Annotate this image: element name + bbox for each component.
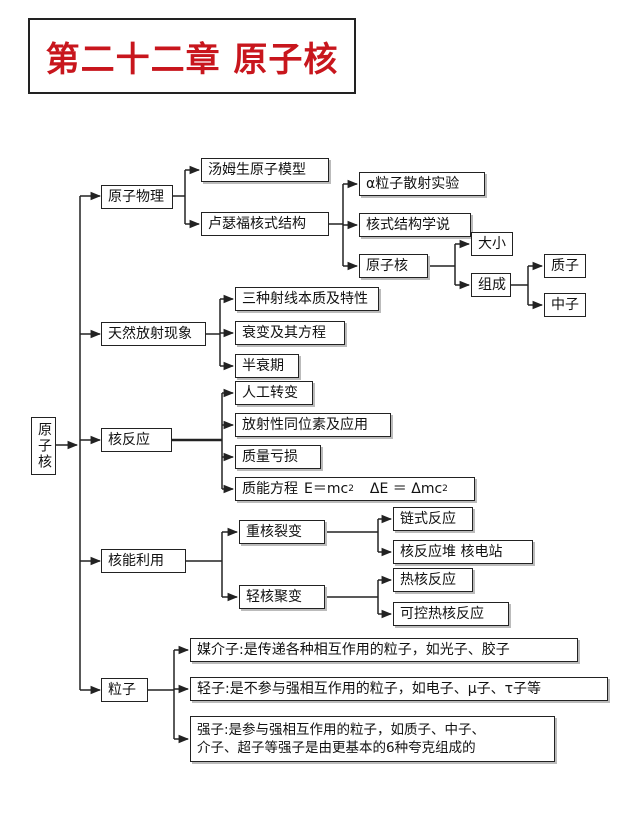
node-atomic-physics: 原子物理 bbox=[101, 185, 173, 209]
equation-1: E＝mc bbox=[304, 480, 349, 497]
equation-label: 质能方程 bbox=[242, 480, 298, 497]
node-nuclear-reaction: 核反应 bbox=[101, 428, 172, 452]
node-chain-reaction: 链式反应 bbox=[393, 507, 473, 531]
node-reactor: 核反应堆 核电站 bbox=[393, 540, 533, 564]
node-nucleus: 原子核 bbox=[359, 254, 428, 278]
node-thermonuclear: 热核反应 bbox=[393, 568, 473, 592]
node-fission: 重核裂变 bbox=[239, 520, 325, 544]
node-fusion: 轻核聚变 bbox=[239, 585, 325, 609]
node-alpha-scattering: α粒子散射实验 bbox=[359, 172, 485, 196]
node-thomson-model: 汤姆生原子模型 bbox=[201, 158, 329, 182]
node-proton: 质子 bbox=[544, 254, 586, 278]
page-title: 第二十二章 原子核 bbox=[45, 39, 339, 80]
equation-2: ΔE ＝ Δmc bbox=[369, 480, 443, 497]
node-mass-defect: 质量亏损 bbox=[235, 445, 321, 469]
node-composition: 组成 bbox=[471, 273, 511, 297]
node-size: 大小 bbox=[471, 232, 513, 256]
node-controlled-fusion: 可控热核反应 bbox=[393, 602, 509, 626]
node-nuclear-energy: 核能利用 bbox=[101, 549, 186, 573]
node-decay-equation: 衰变及其方程 bbox=[235, 321, 345, 345]
node-lepton: 轻子:是不参与强相互作用的粒子，如电子、μ子、τ子等 bbox=[190, 677, 608, 701]
hadron-line-2: 介子、超子等强子是由更基本的6种夸克组成的 bbox=[197, 740, 476, 756]
node-particles: 粒子 bbox=[101, 678, 148, 702]
node-radioactivity: 天然放射现象 bbox=[101, 322, 206, 346]
node-neutron: 中子 bbox=[544, 293, 586, 317]
exponent-1: 2 bbox=[348, 483, 354, 494]
node-mediator: 媒介子:是传递各种相互作用的粒子，如光子、胶子 bbox=[190, 638, 578, 662]
exponent-2: 2 bbox=[442, 483, 448, 494]
node-three-rays: 三种射线本质及特性 bbox=[235, 287, 379, 311]
node-artificial-transmutation: 人工转变 bbox=[235, 381, 313, 405]
node-radioisotopes: 放射性同位素及应用 bbox=[235, 413, 391, 437]
title-box: 第二十二章 原子核 bbox=[28, 18, 356, 94]
node-half-life: 半衰期 bbox=[235, 354, 299, 378]
node-hadron: 强子:是参与强相互作用的粒子，如质子、中子、 介子、超子等强子是由更基本的6种夸… bbox=[190, 716, 555, 762]
node-rutherford-structure: 卢瑟福核式结构 bbox=[201, 212, 329, 236]
hadron-line-1: 强子:是参与强相互作用的粒子，如质子、中子、 bbox=[197, 721, 486, 738]
root-node: 原子核 bbox=[31, 417, 56, 475]
node-nuclear-theory: 核式结构学说 bbox=[359, 213, 471, 237]
